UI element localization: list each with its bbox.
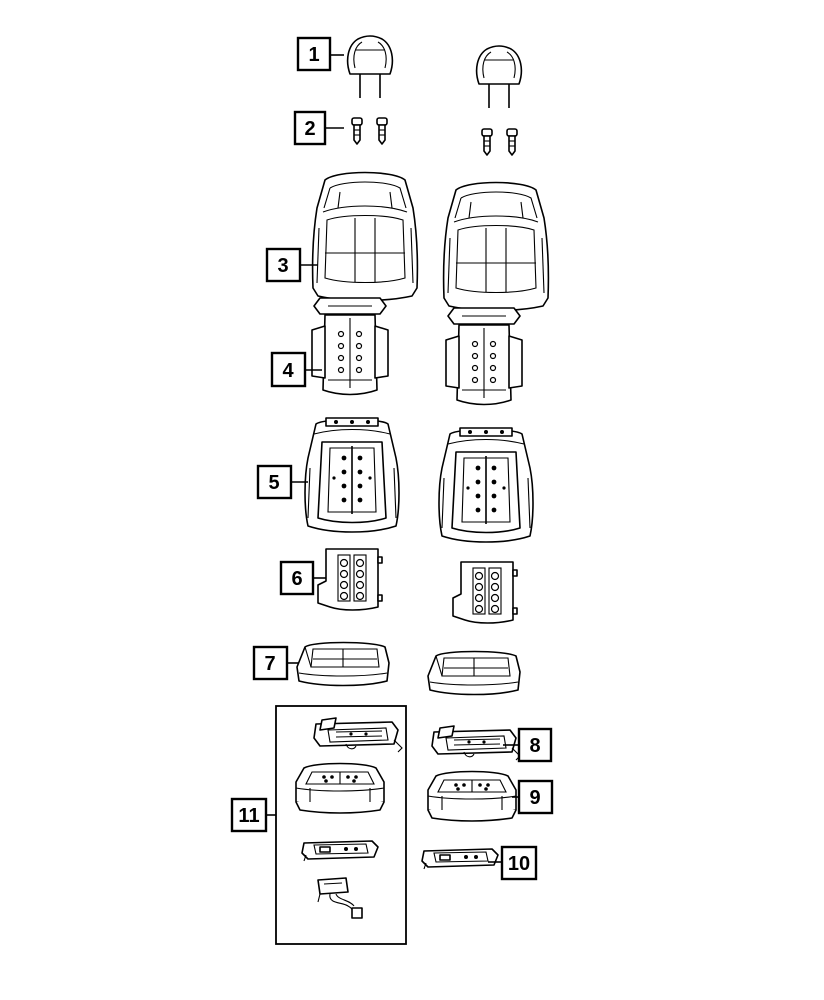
left-headrest bbox=[346, 35, 394, 99]
left-guide-pins bbox=[351, 117, 388, 145]
left-cushion-cover bbox=[296, 641, 390, 687]
callout-1-label: 1 bbox=[308, 44, 319, 66]
callout-3-label: 3 bbox=[277, 255, 288, 277]
right-seat-back-pad bbox=[445, 307, 523, 406]
callout-5: 5 bbox=[256, 464, 293, 500]
left-seat-back-cover bbox=[311, 171, 419, 302]
callout-11-label: 11 bbox=[238, 805, 259, 827]
wire-harness bbox=[317, 877, 363, 919]
left-occupant-sensor bbox=[301, 840, 379, 862]
right-seat-back-frame bbox=[438, 427, 534, 543]
callout-9: 9 bbox=[517, 779, 554, 815]
right-cushion-pad bbox=[427, 770, 517, 822]
callout-6-label: 6 bbox=[291, 568, 302, 590]
callout-4-label: 4 bbox=[282, 360, 294, 382]
right-seat-back-cover bbox=[442, 181, 550, 312]
right-occupant-sensor bbox=[421, 848, 499, 870]
callout-8: 8 bbox=[517, 727, 553, 763]
right-cushion-cover bbox=[427, 650, 521, 696]
group-11-box bbox=[275, 705, 407, 945]
callout-5-label: 5 bbox=[268, 472, 279, 494]
callout-9-label: 9 bbox=[529, 787, 540, 809]
callout-7-label: 7 bbox=[264, 653, 275, 675]
callout-10-label: 10 bbox=[508, 853, 530, 875]
callout-7: 7 bbox=[252, 645, 289, 681]
callout-1: 1 bbox=[296, 36, 332, 72]
callout-4: 4 bbox=[270, 351, 307, 388]
left-cushion-pad bbox=[295, 762, 385, 814]
callout-8-label: 8 bbox=[529, 735, 540, 757]
callout-10: 10 bbox=[500, 845, 538, 881]
callout-2: 2 bbox=[293, 110, 327, 146]
right-headrest bbox=[475, 45, 523, 109]
left-back-heater bbox=[317, 548, 383, 611]
callout-11: 11 bbox=[230, 797, 268, 833]
right-cushion-heater bbox=[431, 725, 521, 761]
right-guide-pins bbox=[481, 128, 518, 156]
left-seat-back-frame bbox=[304, 417, 400, 533]
callout-2-label: 2 bbox=[304, 118, 315, 140]
callout-6: 6 bbox=[279, 560, 315, 596]
left-seat-back-pad bbox=[311, 297, 389, 396]
left-cushion-heater bbox=[313, 717, 403, 753]
right-back-heater bbox=[452, 561, 518, 624]
callout-3: 3 bbox=[265, 247, 302, 283]
